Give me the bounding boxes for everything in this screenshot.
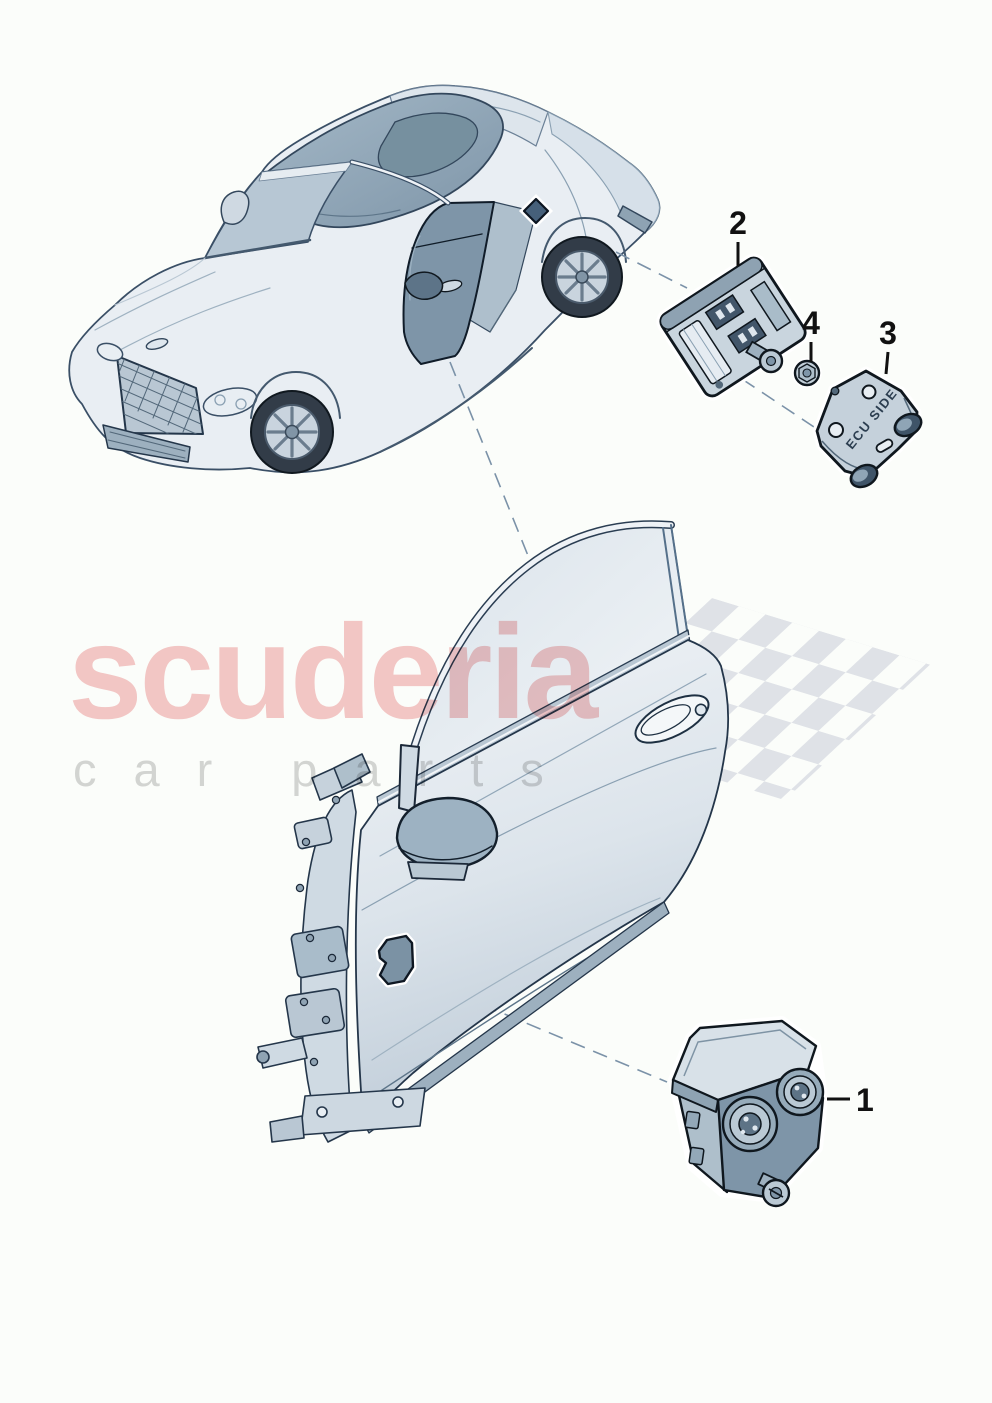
callout-1-number: 1	[856, 1082, 874, 1118]
callout-4-number: 4	[802, 305, 820, 341]
part-1-control-module	[668, 1016, 828, 1208]
door-panel-illustration	[256, 520, 729, 1143]
part-3-mounting-plate: ECU SIDE	[812, 366, 923, 489]
part-4-nut	[792, 358, 822, 388]
callout-3: 3	[879, 315, 897, 375]
door-skin	[354, 639, 729, 1123]
location-diamond-marker	[519, 194, 553, 228]
callout-2: 2	[729, 205, 747, 266]
part-2-control-unit	[656, 253, 810, 401]
tail-light	[617, 205, 653, 234]
front-intake	[102, 424, 191, 463]
round-connector-b	[775, 1067, 825, 1117]
callouts: 2 4 3 1	[729, 205, 897, 1118]
brand-badge	[145, 338, 169, 350]
door-handle	[634, 694, 710, 744]
car-rear-quarter	[547, 111, 661, 233]
line-car-to-part-2	[615, 251, 688, 289]
front-wheel	[250, 371, 341, 474]
car-grille	[116, 338, 204, 435]
door-mirror	[395, 744, 499, 881]
round-connector-a	[721, 1095, 779, 1153]
line-part-2-to-part-3	[741, 378, 815, 428]
rubber-grommet-right	[893, 412, 923, 438]
callout-2-number: 2	[729, 205, 747, 241]
callout-4: 4	[802, 305, 820, 362]
car-door-mirror	[404, 271, 444, 300]
construction-lines	[415, 251, 815, 1083]
line-door-to-part-1	[415, 976, 668, 1083]
door-hinge-assembly	[256, 753, 426, 1143]
car-mirror	[220, 190, 250, 225]
rubber-grommet-bottom	[849, 463, 879, 489]
line-car-to-door-panel	[449, 361, 538, 579]
callout-1: 1	[827, 1082, 874, 1118]
module-mount-patch	[375, 932, 417, 988]
headlight-left	[96, 342, 124, 362]
callout-3-number: 3	[879, 315, 897, 351]
car-illustration	[68, 84, 661, 474]
rear-wheel	[541, 217, 627, 318]
